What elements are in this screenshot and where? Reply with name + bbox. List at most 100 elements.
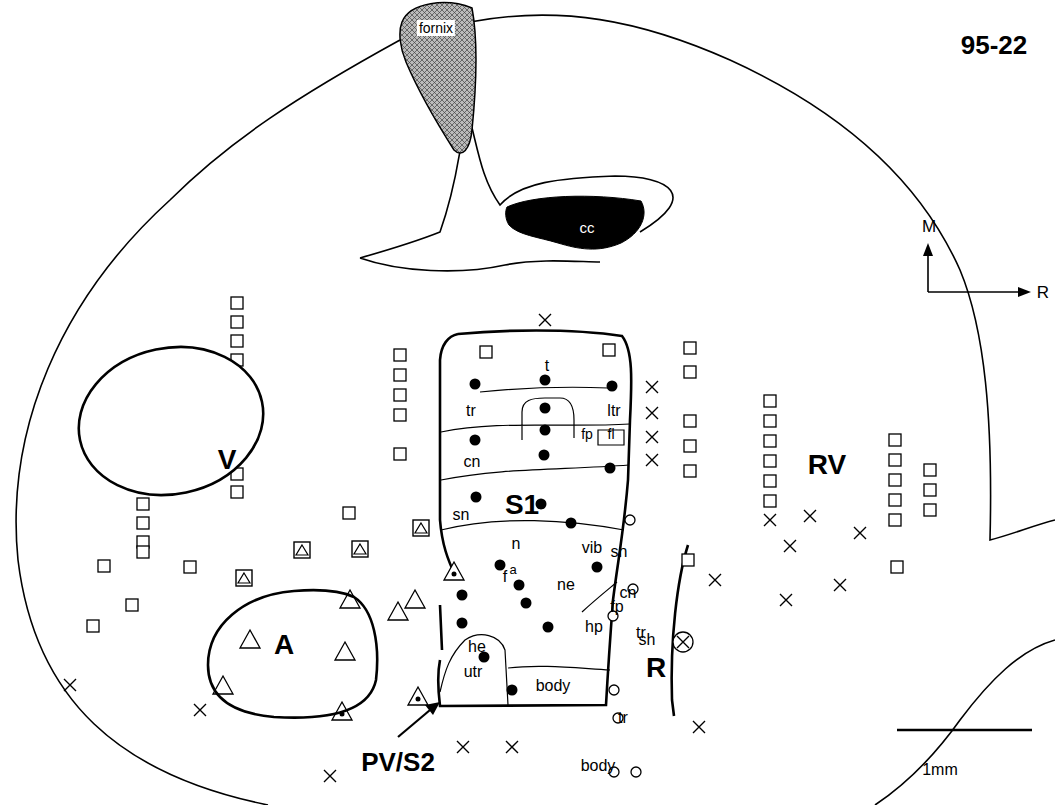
x-site (539, 314, 551, 326)
triangle-site (335, 642, 355, 660)
body-part-label: ne (557, 577, 575, 593)
triangle-site (444, 562, 464, 580)
brain-outline (16, 15, 1055, 805)
body-part-label: t (545, 358, 549, 374)
square-triangle-site (294, 542, 310, 558)
square-site (394, 409, 406, 421)
square-site (889, 494, 901, 506)
x-site (764, 514, 776, 526)
square-site (137, 546, 149, 558)
x-site (646, 381, 658, 393)
dot-site (566, 518, 577, 529)
triangle-site (388, 602, 408, 620)
square-site (764, 415, 776, 427)
corpus-callosum: cc (503, 193, 648, 255)
square-site (924, 464, 936, 476)
body-part-label: a (509, 563, 516, 576)
dot-site (540, 375, 551, 386)
region-name: cc (580, 220, 595, 235)
open-circle-site (631, 767, 641, 777)
x-site (834, 579, 846, 591)
dot-site (605, 463, 616, 474)
region-name: S1 (505, 491, 539, 519)
square-site (764, 495, 776, 507)
body-part-label: body (581, 758, 616, 774)
dot-site (607, 381, 618, 392)
body-part-label: cn (620, 585, 637, 601)
square-site (889, 514, 901, 526)
square-site (394, 448, 406, 460)
square-site (764, 455, 776, 467)
axis-line (927, 252, 929, 292)
body-part-label: f (503, 569, 507, 585)
region-name: V (218, 446, 237, 474)
auditory-area: A (204, 585, 382, 725)
square-site (87, 620, 99, 632)
open-circle-site (625, 515, 635, 525)
body-part-label: 1mm (922, 762, 958, 778)
body-part-label: body (536, 678, 571, 694)
x-site (854, 527, 866, 539)
square-site (684, 415, 696, 427)
square-site (924, 484, 936, 496)
dot-site (514, 580, 525, 591)
dot-site (539, 450, 550, 461)
r-border (672, 545, 688, 716)
body-part-label: utr (464, 664, 483, 680)
dot-site (470, 379, 481, 390)
x-site (784, 540, 796, 552)
arrow-head (923, 243, 933, 256)
dot-site (592, 562, 603, 573)
dot-mark (452, 572, 457, 577)
x-site (804, 510, 816, 522)
body-part-label: n (512, 536, 521, 552)
case-number: 95-22 (961, 32, 1028, 58)
x-mark (677, 636, 689, 648)
triangle-site (405, 590, 425, 608)
ventricle-line (360, 120, 673, 271)
triangle-site (408, 687, 428, 705)
body-part-label: he (468, 639, 486, 655)
square-site (480, 346, 492, 358)
recording-sites (64, 297, 936, 782)
dot-site (471, 492, 482, 503)
square-site (394, 369, 406, 381)
triangle-mark (238, 573, 250, 583)
cc-shape (506, 196, 644, 249)
square-site (924, 504, 936, 516)
x-site (457, 741, 469, 753)
square-site (891, 561, 903, 573)
region-name: A (274, 631, 294, 659)
dot-site (470, 435, 481, 446)
region-outline (75, 340, 267, 502)
square-site (603, 344, 615, 356)
somatosensory-area: S1 (495, 485, 549, 525)
x-site (646, 454, 658, 466)
dot-site (521, 598, 532, 609)
arrow-head (1018, 287, 1031, 297)
triangle-mark (415, 523, 427, 533)
circled-x-site (673, 632, 693, 652)
s1-border (438, 331, 631, 707)
body-part-label: tr (618, 710, 628, 726)
dot-site (543, 622, 554, 633)
square-triangle-site (413, 520, 429, 536)
square-site (137, 517, 149, 529)
square-site (231, 486, 243, 498)
s1-subdivisions (438, 331, 688, 717)
square-site (764, 395, 776, 407)
body-part-label: sh (639, 632, 656, 648)
x-site (506, 741, 518, 753)
x-site (709, 574, 721, 586)
x-site (194, 704, 206, 716)
square-site (137, 498, 149, 510)
body-part-label: R (1037, 284, 1049, 301)
square-site (889, 454, 901, 466)
open-circle-site (609, 685, 619, 695)
triangle-mark (354, 544, 366, 554)
square-site (684, 465, 696, 477)
dot-site (540, 403, 551, 414)
body-part-label: fl (608, 427, 615, 441)
area-label: R (646, 654, 666, 682)
body-part-label: vib (582, 540, 602, 556)
